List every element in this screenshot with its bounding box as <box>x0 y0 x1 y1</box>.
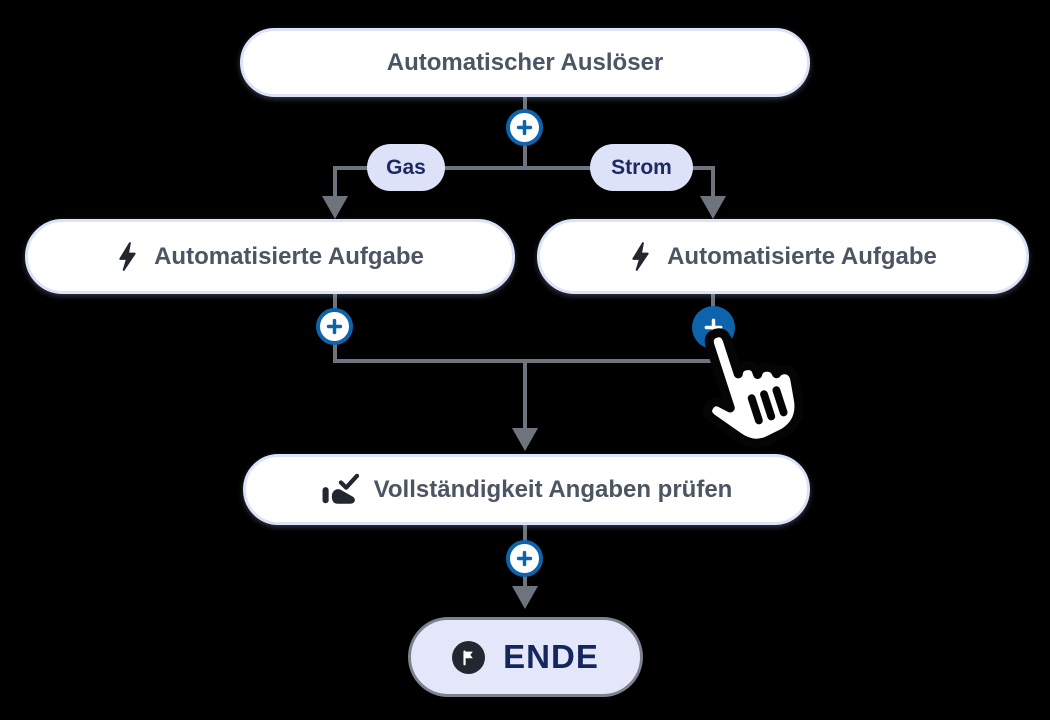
arrowhead-into-end <box>512 586 538 609</box>
automated-task-left-node[interactable]: Automatisierte Aufgabe <box>25 219 515 294</box>
check-task-node[interactable]: Vollständigkeit Angaben prüfen <box>243 454 810 525</box>
plus-icon <box>326 318 343 335</box>
add-step-button-top[interactable] <box>506 109 543 146</box>
arrowhead-into-task-left <box>322 196 348 219</box>
flag-icon <box>452 640 486 674</box>
arrowhead-into-task-right <box>700 196 726 219</box>
strom-label: Strom <box>611 155 672 179</box>
plus-icon <box>704 318 723 337</box>
plus-icon <box>516 550 533 567</box>
task-right-label: Automatisierte Aufgabe <box>667 242 937 270</box>
branch-label-strom[interactable]: Strom <box>590 144 693 191</box>
connector-branch-left-down <box>333 168 337 200</box>
task-left-label: Automatisierte Aufgabe <box>154 242 424 270</box>
connector-merge-down <box>523 361 527 429</box>
arrowhead-into-check-task <box>512 428 538 451</box>
add-step-button-right[interactable] <box>692 306 735 349</box>
trigger-label: Automatischer Auslöser <box>386 48 664 76</box>
check-task-label: Vollständigkeit Angaben prüfen <box>373 475 733 503</box>
trigger-node[interactable]: Automatischer Auslöser <box>240 28 810 97</box>
branch-label-gas[interactable]: Gas <box>367 144 445 191</box>
add-step-button-bottom[interactable] <box>506 540 543 577</box>
add-step-button-left[interactable] <box>316 308 353 345</box>
automated-task-right-node[interactable]: Automatisierte Aufgabe <box>537 219 1029 294</box>
connector-branch-right-down <box>711 168 715 200</box>
plus-icon <box>516 119 533 136</box>
end-node[interactable]: ENDE <box>408 617 643 697</box>
lightning-icon <box>629 241 652 272</box>
gas-label: Gas <box>386 155 426 179</box>
connector-branch-horizontal <box>333 166 715 170</box>
hand-check-icon <box>321 473 359 507</box>
lightning-icon <box>116 241 139 272</box>
end-label: ENDE <box>503 638 599 675</box>
